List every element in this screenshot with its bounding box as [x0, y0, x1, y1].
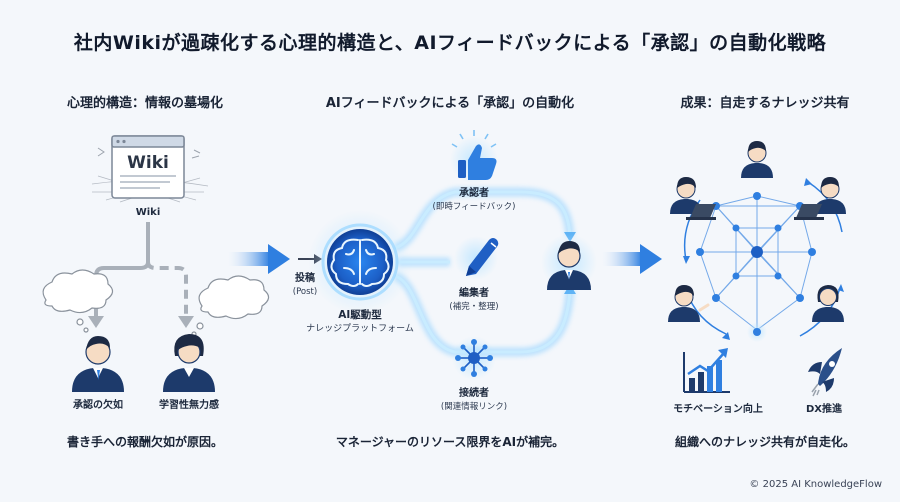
left-column-heading: 心理的構造：情報の墓場化 [66, 96, 223, 111]
branch-arrows [88, 222, 194, 328]
motivation-label: モチベーション向上 [673, 402, 763, 415]
person-a-label: 承認の欠如 [73, 398, 123, 411]
page-title: 社内Wikiが過疎化する心理的構造と、AIフィードバックによる「承認」の自動化戦… [73, 32, 827, 54]
flow-arrow-left [228, 244, 290, 274]
role-editor-label: 編集者 [459, 286, 489, 299]
flow-arrow-right [602, 244, 662, 274]
post-sub-label: (Post) [293, 287, 317, 297]
network-member-bottom-right-icon [812, 285, 844, 322]
ai-brain-icon [308, 210, 412, 314]
network-member-laptop-left-icon [670, 177, 716, 220]
network-member-top-icon [741, 141, 773, 178]
person-b-label: 学習性無力感 [159, 398, 219, 411]
wiki-icon [91, 135, 209, 203]
network-member-laptop-right-icon [794, 177, 846, 220]
businessman-icon [72, 336, 124, 392]
growth-chart-icon [683, 348, 730, 393]
wiki-logo-text: Wiki [127, 153, 169, 173]
network-icon [452, 336, 496, 380]
empty-thought-cloud-right [191, 275, 270, 337]
network-member-bottom-left-icon [668, 285, 710, 322]
thumbs-up-icon [450, 130, 498, 184]
wiki-caption: Wiki [136, 207, 161, 218]
role-connector-label: 接続者 [459, 386, 489, 399]
left-column-footer: 書き手への報酬欠如が原因。 [66, 435, 223, 449]
platform-label: AI駆動型 [338, 308, 382, 321]
role-connector-sub: (関連情報リンク) [441, 401, 507, 412]
rocket-icon [808, 348, 842, 397]
copyright-notice: © 2025 AI KnowledgeFlow [749, 479, 882, 490]
middle-column-footer: マネージャーのリソース限界をAIが補完。 [335, 435, 565, 449]
platform-sub-label: ナレッジプラットフォーム [306, 323, 414, 334]
role-approver-label: 承認者 [459, 186, 489, 199]
empty-thought-cloud-left [42, 269, 114, 333]
dx-label: DX推進 [806, 402, 843, 415]
middle-column-heading: AIフィードバックによる「承認」の自動化 [325, 96, 575, 111]
right-column-heading: 成果：自走するナレッジ共有 [680, 96, 850, 111]
businesswoman-icon [163, 334, 215, 392]
pen-icon [454, 236, 499, 280]
right-column-footer: 組織へのナレッジ共有が自走化。 [674, 435, 855, 449]
role-editor-sub: (補完・整理) [449, 301, 498, 312]
role-approver-sub: (即時フィードバック) [433, 202, 516, 212]
manager-avatar-icon [541, 234, 597, 290]
knowledge-network-graph [683, 178, 844, 342]
